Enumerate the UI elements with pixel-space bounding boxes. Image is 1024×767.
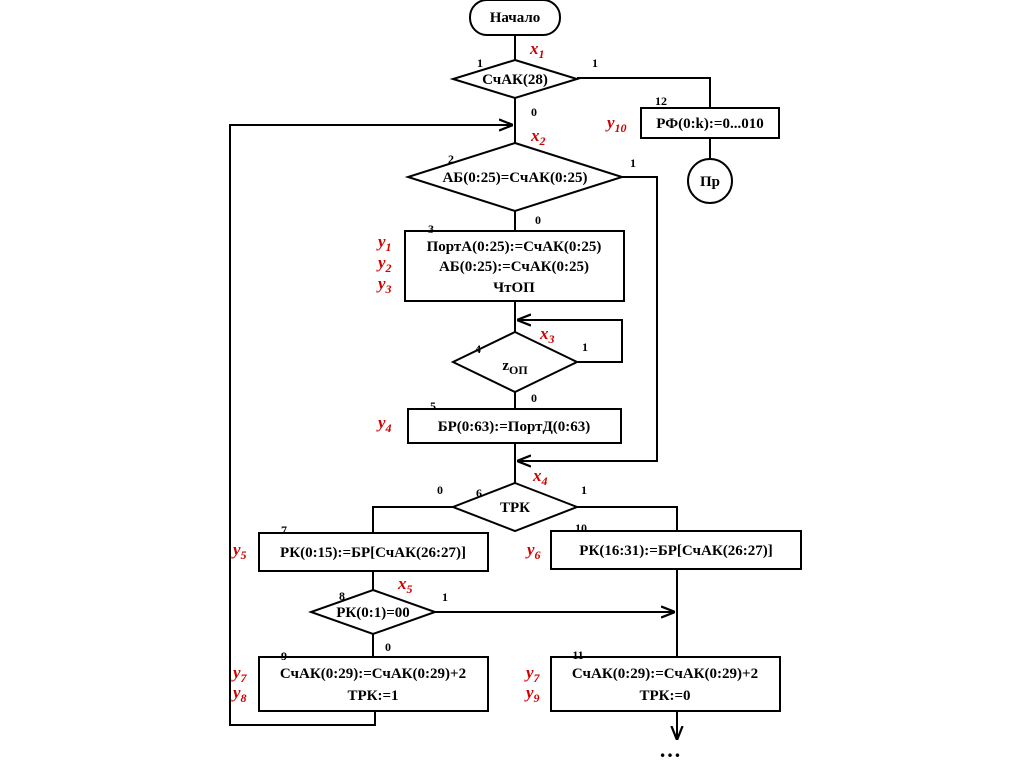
block-9-number: 9 xyxy=(281,649,287,663)
block-12-number: 12 xyxy=(655,94,667,108)
signal-y1: y1 xyxy=(376,232,392,254)
block-2-no-label: 0 xyxy=(535,213,541,227)
continuation-ellipsis: … xyxy=(659,737,681,762)
block-8-number: 8 xyxy=(339,589,345,603)
block-1-yes-label: 1 xyxy=(592,56,598,70)
signal-x4: x4 xyxy=(532,466,548,488)
edge-loop-b9-return xyxy=(229,125,513,726)
terminal-end: Пр xyxy=(687,158,733,204)
block-3-line-1: ПортА(0:25):=СчАК(0:25) xyxy=(427,239,602,255)
block-9-line-1: СчАК(0:29):=СчАК(0:29)+2 xyxy=(280,666,466,682)
signal-x5: x5 xyxy=(397,574,413,596)
block-2-number: 2 xyxy=(448,152,454,166)
operation-block-7: РК(0:15):=БР[СчАК(26:27)] 7 xyxy=(258,523,489,572)
block-4-no-label: 0 xyxy=(531,391,537,405)
block-8-condition: РК(0:1)=00 xyxy=(336,605,410,621)
block-7-number: 7 xyxy=(281,523,287,537)
edge-b6-no-b7 xyxy=(372,506,453,533)
block-5-number: 5 xyxy=(430,399,436,413)
block-10-text: РК(16:31):=БР[СчАК(26:27)] xyxy=(579,543,772,559)
decision-block-6: ТРК 6 1 0 xyxy=(437,481,587,533)
block-3-number: 3 xyxy=(428,222,434,236)
terminal-end-label: Пр xyxy=(700,174,720,190)
block-1-no-label: 0 xyxy=(531,105,537,119)
signal-y4: y4 xyxy=(376,413,392,435)
block-9-line-2: ТРК:=1 xyxy=(347,688,398,704)
signal-x1: x1 xyxy=(529,39,545,61)
operation-block-9: СчАК(0:29):=СчАК(0:29)+2 ТРК:=1 9 xyxy=(258,649,489,712)
block-2-yes-label: 1 xyxy=(630,156,636,170)
signal-y8: y8 xyxy=(231,683,247,705)
signal-y7-right: y7 xyxy=(524,663,541,685)
block-10-number: 10 xyxy=(575,521,587,535)
signal-labels: x1 x2 x3 x4 x5 y1 y2 y3 y4 y5 y6 y7 y8 y… xyxy=(231,39,627,705)
signal-y9: y9 xyxy=(524,683,540,705)
block-6-number: 6 xyxy=(476,486,482,500)
edge-b2-yes-join xyxy=(517,176,658,461)
signal-x2: x2 xyxy=(530,126,546,148)
block-8-yes-label: 1 xyxy=(442,590,448,604)
block-6-condition: ТРК xyxy=(500,500,530,516)
operation-block-12: РФ(0:k):=0...010 12 xyxy=(640,94,780,139)
decision-block-2: АБ(0:25)=СчАК(0:25) 2 1 0 xyxy=(404,141,636,227)
operation-block-11: СчАК(0:29):=СчАК(0:29)+2 ТРК:=0 11 xyxy=(550,648,781,712)
block-6-no-label: 0 xyxy=(437,483,443,497)
block-3-line-3: ЧтОП xyxy=(493,280,535,296)
block-4-condition: zОП xyxy=(502,358,528,377)
block-4-number: 4 xyxy=(475,342,481,356)
block-1-number: 1 xyxy=(477,56,483,70)
signal-y10: y10 xyxy=(605,113,627,135)
block-11-number: 11 xyxy=(572,648,583,662)
block-11-line-1: СчАК(0:29):=СчАК(0:29)+2 xyxy=(572,666,758,682)
block-2-condition: АБ(0:25)=СчАК(0:25) xyxy=(442,170,587,186)
signal-y2: y2 xyxy=(376,253,392,275)
decision-block-8: РК(0:1)=00 8 1 0 xyxy=(308,588,448,654)
signal-y3: y3 xyxy=(376,274,392,296)
signal-x3: x3 xyxy=(539,324,555,346)
operation-block-3: ПортА(0:25):=СчАК(0:25) АБ(0:25):=СчАК(0… xyxy=(404,222,625,302)
block-5-text: БР(0:63):=ПортД(0:63) xyxy=(438,419,591,435)
block-11-line-2: ТРК:=0 xyxy=(639,688,690,704)
signal-y5: y5 xyxy=(231,540,247,562)
connectors xyxy=(229,35,711,740)
operation-block-10: РК(16:31):=БР[СчАК(26:27)] 10 xyxy=(550,521,802,570)
edge-b4-wait-loop xyxy=(517,320,623,363)
decision-block-4: zОП 4 1 0 xyxy=(450,330,588,405)
block-12-text: РФ(0:k):=0...010 xyxy=(656,116,763,132)
edge-b1-yes-b12 xyxy=(577,77,711,108)
terminal-start: Начало xyxy=(469,0,561,36)
block-7-text: РК(0:15):=БР[СчАК(26:27)] xyxy=(280,545,466,561)
block-3-line-2: АБ(0:25):=СчАК(0:25) xyxy=(439,259,589,275)
decision-block-1: СчАК(28) 1 1 0 xyxy=(449,56,598,119)
edge-b6-yes-b10 xyxy=(577,506,678,531)
operation-block-5: БР(0:63):=ПортД(0:63) 5 xyxy=(407,399,622,444)
block-8-no-label: 0 xyxy=(385,640,391,654)
terminal-start-label: Начало xyxy=(490,10,541,26)
signal-y7-left: y7 xyxy=(231,663,248,685)
block-1-condition: СчАК(28) xyxy=(482,72,548,88)
block-6-yes-label: 1 xyxy=(581,483,587,497)
block-4-yes-label: 1 xyxy=(582,340,588,354)
signal-y6: y6 xyxy=(525,540,541,562)
